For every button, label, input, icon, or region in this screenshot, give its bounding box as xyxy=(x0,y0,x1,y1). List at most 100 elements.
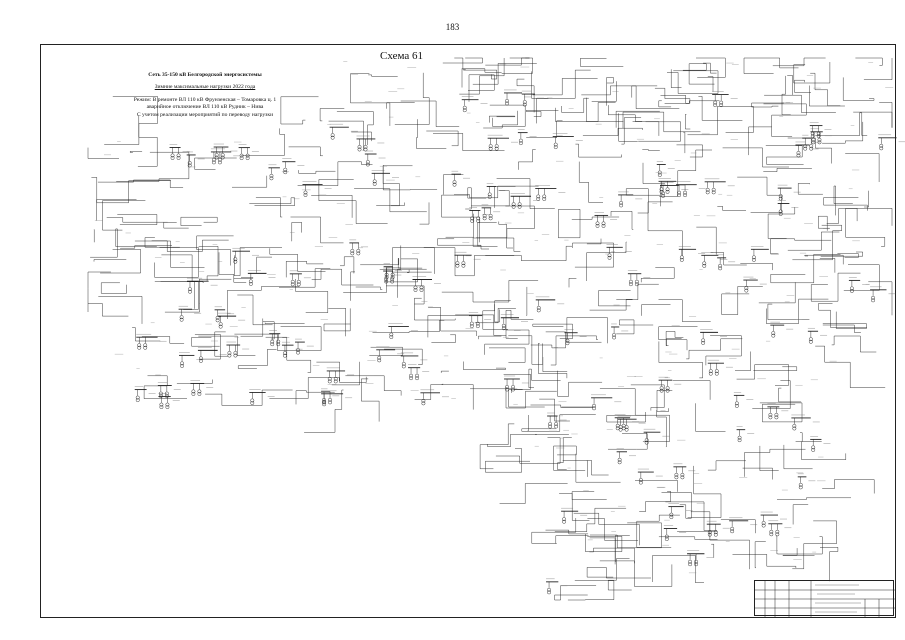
transformer-winding xyxy=(283,351,287,356)
transformer-winding xyxy=(470,219,475,223)
transformer-winding xyxy=(487,195,492,199)
transformer-winding xyxy=(730,526,735,531)
transmission-line xyxy=(696,226,717,255)
transformer-winding xyxy=(536,308,541,313)
transmission-line xyxy=(442,57,483,64)
transformer-winding xyxy=(714,369,719,374)
transformer-winding xyxy=(187,163,192,168)
transmission-line xyxy=(531,518,577,544)
transmission-line xyxy=(742,467,773,480)
transformer-winding xyxy=(595,221,600,226)
transformer-winding xyxy=(419,288,424,292)
transformer-winding xyxy=(250,401,255,405)
transformer-winding xyxy=(409,373,413,378)
transformer-winding xyxy=(803,144,808,149)
transmission-line xyxy=(632,121,660,136)
transmission-line xyxy=(496,178,555,209)
transmission-line xyxy=(658,100,672,108)
transformer-winding xyxy=(245,156,250,161)
transmission-line xyxy=(752,380,791,409)
transformer-winding xyxy=(734,403,739,408)
transmission-line xyxy=(578,161,603,203)
transmission-line xyxy=(194,157,237,170)
transformer-winding xyxy=(879,146,884,151)
transmission-line xyxy=(616,319,654,335)
transformer-winding xyxy=(634,282,639,287)
transmission-line xyxy=(792,520,837,570)
transmission-line xyxy=(360,258,423,269)
transmission-line xyxy=(615,110,660,128)
transformer-winding xyxy=(377,358,382,363)
transmission-line xyxy=(290,216,344,244)
transformer-winding xyxy=(505,101,509,106)
transformer-winding xyxy=(619,200,624,205)
transmission-line xyxy=(414,297,456,321)
transformer-winding xyxy=(677,190,681,195)
transmission-line xyxy=(473,213,521,252)
transmission-line xyxy=(558,209,581,239)
mode-line-2: аварийное отключение ВЛ 110 кВ Рудник – … xyxy=(146,104,264,111)
transmission-line xyxy=(767,207,796,239)
transmission-line xyxy=(431,334,456,343)
transmission-line xyxy=(116,151,190,182)
transformer-winding xyxy=(176,153,181,158)
transmission-line xyxy=(608,433,648,450)
transformer-winding xyxy=(612,333,617,337)
diagram-title: Схема 61 xyxy=(380,50,423,62)
transmission-line xyxy=(618,113,638,142)
transmission-line xyxy=(554,507,627,532)
transformer-winding xyxy=(871,295,876,300)
transmission-line xyxy=(568,278,577,288)
transmission-line xyxy=(97,179,184,188)
transformer-winding xyxy=(276,339,281,344)
transmission-line xyxy=(553,445,586,471)
transmission-line xyxy=(656,390,673,412)
transformer-winding xyxy=(737,438,742,443)
transmission-line xyxy=(652,555,704,583)
transformer-winding xyxy=(702,263,707,268)
transmission-line xyxy=(539,398,570,422)
transmission-line xyxy=(382,165,413,207)
transmission-line xyxy=(566,317,608,344)
transformer-winding xyxy=(384,275,389,280)
transformer-winding xyxy=(233,259,238,264)
transformer-winding xyxy=(615,423,620,428)
transmission-line xyxy=(528,368,561,388)
transformer-winding xyxy=(554,424,559,429)
transformer-winding xyxy=(810,131,815,136)
transmission-line xyxy=(455,314,507,336)
transformer-winding xyxy=(296,279,301,284)
transformer-winding xyxy=(849,286,854,291)
transmission-line xyxy=(505,310,534,339)
transmission-line xyxy=(137,115,158,167)
transmission-line xyxy=(328,308,346,337)
transmission-line xyxy=(351,131,372,142)
schematic-lines xyxy=(87,57,905,601)
transformer-winding xyxy=(455,261,460,266)
transmission-line xyxy=(516,78,535,113)
transformer-winding xyxy=(482,216,487,221)
transmission-line xyxy=(641,304,671,316)
transmission-line xyxy=(654,87,691,104)
transmission-line xyxy=(683,131,686,154)
transmission-line xyxy=(288,146,323,157)
transformer-winding xyxy=(409,376,413,381)
transformer-winding xyxy=(628,282,633,287)
transformer-winding xyxy=(415,373,419,378)
transmission-line xyxy=(721,286,763,315)
transformer-winding xyxy=(165,402,170,407)
transformer-winding xyxy=(707,532,712,537)
transformer-winding xyxy=(849,288,854,293)
transformer-winding xyxy=(778,212,783,216)
transformer-winding xyxy=(179,317,184,322)
transformer-winding xyxy=(771,331,776,336)
transformer-winding xyxy=(505,99,509,103)
transmission-line xyxy=(117,214,158,225)
transformer-winding xyxy=(810,134,815,139)
transformer-winding xyxy=(664,537,669,541)
transformer-winding xyxy=(505,385,509,389)
transformer-winding xyxy=(553,145,558,150)
transmission-line xyxy=(782,548,815,556)
transformer-winding xyxy=(188,289,192,294)
transmission-line xyxy=(759,402,803,423)
